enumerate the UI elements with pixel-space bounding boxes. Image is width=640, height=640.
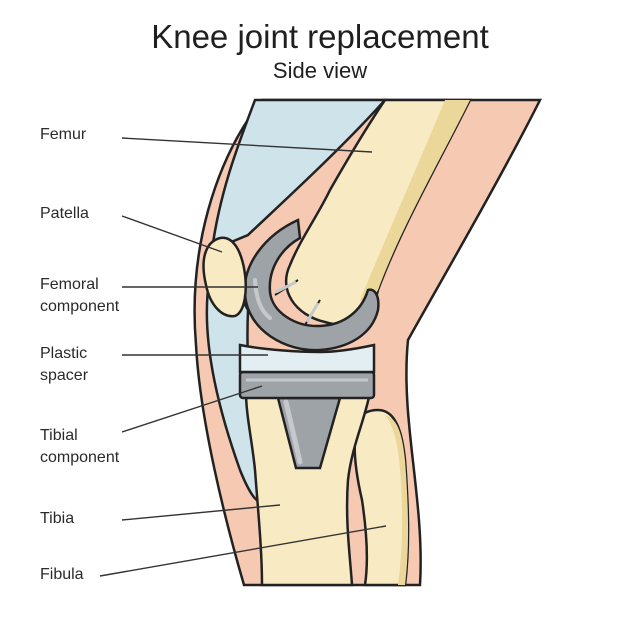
label-fibula-text: Fibula (40, 566, 84, 583)
diagram-subtitle: Side view (272, 58, 368, 83)
label-femur: Femur (40, 124, 86, 146)
femoral-peg-2-fill (305, 302, 320, 323)
leader-patella (121, 215, 223, 253)
label-plastic-spacer-line1: Plastic (40, 345, 88, 362)
label-patella: Patella (40, 203, 89, 225)
tibia-bone (244, 390, 372, 587)
leader-tibial-component (121, 385, 263, 433)
label-tibia-text: Tibia (40, 510, 75, 527)
tibial-stem-highlight (283, 399, 303, 465)
label-femur-text: Femur (40, 126, 87, 143)
fibula-shade (385, 415, 409, 585)
leader-lines (99, 137, 387, 577)
label-tibial-component-line2: component (40, 449, 120, 466)
label-tibia: Tibia (40, 508, 74, 530)
label-tibial-component-line1: Tibial (40, 427, 78, 444)
label-femoral-component-line2: component (40, 298, 120, 315)
label-femoral-component: Femoral component (40, 274, 119, 318)
femoral-peg-1-fill (275, 280, 297, 294)
femoral-component-highlight (253, 278, 272, 320)
femur-shade (360, 100, 470, 302)
label-plastic-spacer: Plastic spacer (40, 343, 88, 387)
label-tibial-component: Tibial component (40, 425, 119, 469)
diagram-title: Knee joint replacement (151, 18, 489, 55)
leader-femur (121, 137, 373, 153)
plastic-spacer-shape (238, 343, 376, 374)
label-plastic-spacer-line2: spacer (40, 367, 89, 384)
label-patella-text: Patella (40, 205, 89, 222)
tibial-tray (238, 370, 376, 400)
label-fibula: Fibula (40, 564, 84, 586)
patella-bone (202, 236, 247, 318)
leader-tibia (121, 504, 281, 521)
leader-fibula (99, 525, 387, 577)
label-femoral-component-line1: Femoral (40, 276, 99, 293)
